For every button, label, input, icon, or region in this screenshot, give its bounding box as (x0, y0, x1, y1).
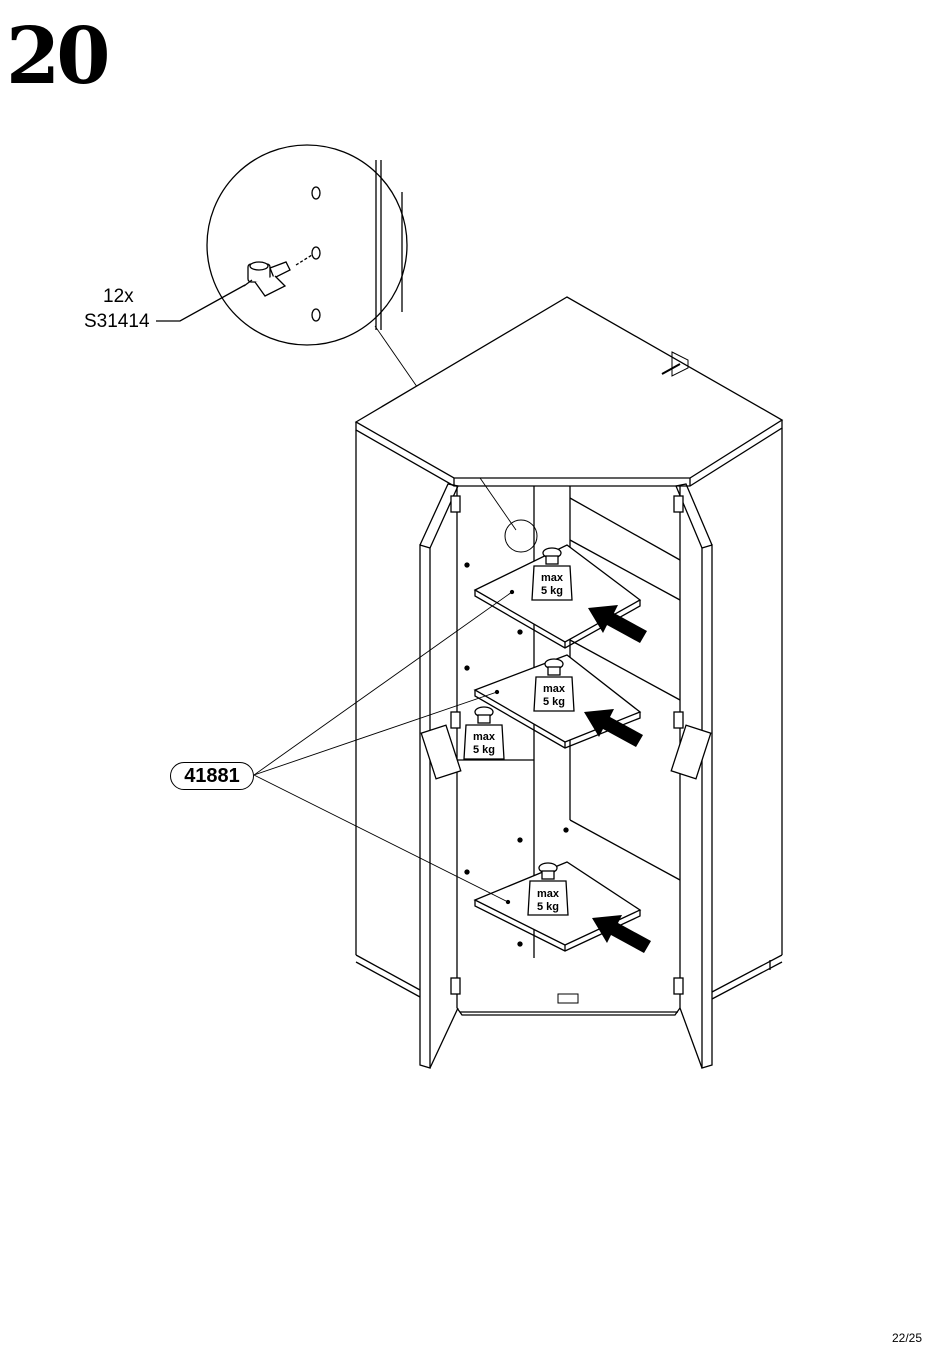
weight-icon: max 5 kg (533, 658, 575, 712)
weight-label-line1: max (473, 731, 496, 743)
hardware-code: S31414 (84, 311, 150, 332)
part-number-label: 41881 (170, 762, 254, 790)
weight-icon: max 5 kg (531, 547, 573, 601)
weight-label-line2: 5 kg (537, 901, 559, 913)
part-leader-lines (253, 591, 513, 903)
hardware-count: 12x (103, 286, 134, 307)
weight-label-line2: 5 kg (541, 585, 563, 597)
weight-label-line2: 5 kg (473, 744, 495, 756)
weight-label-line2: 5 kg (543, 696, 565, 708)
shelf-support-pin-icon (243, 261, 291, 297)
arrow-icon (592, 915, 651, 953)
weight-label-line1: max (541, 572, 564, 584)
page-number: 22/25 (891, 1331, 922, 1345)
arrow-icon (588, 605, 647, 643)
weight-label-line1: max (537, 888, 560, 900)
weight-icon: max 5 kg (527, 862, 569, 916)
weight-label-line1: max (543, 683, 566, 695)
left-door (419, 483, 462, 1069)
right-door (670, 483, 713, 1069)
weight-icon: max 5 kg (463, 706, 505, 760)
cabinet-body (355, 428, 783, 1016)
cabinet-top (354, 296, 784, 487)
detail-zoom-circle (206, 144, 408, 346)
step-number: 20 (6, 11, 111, 102)
arrow-icon (584, 709, 643, 747)
